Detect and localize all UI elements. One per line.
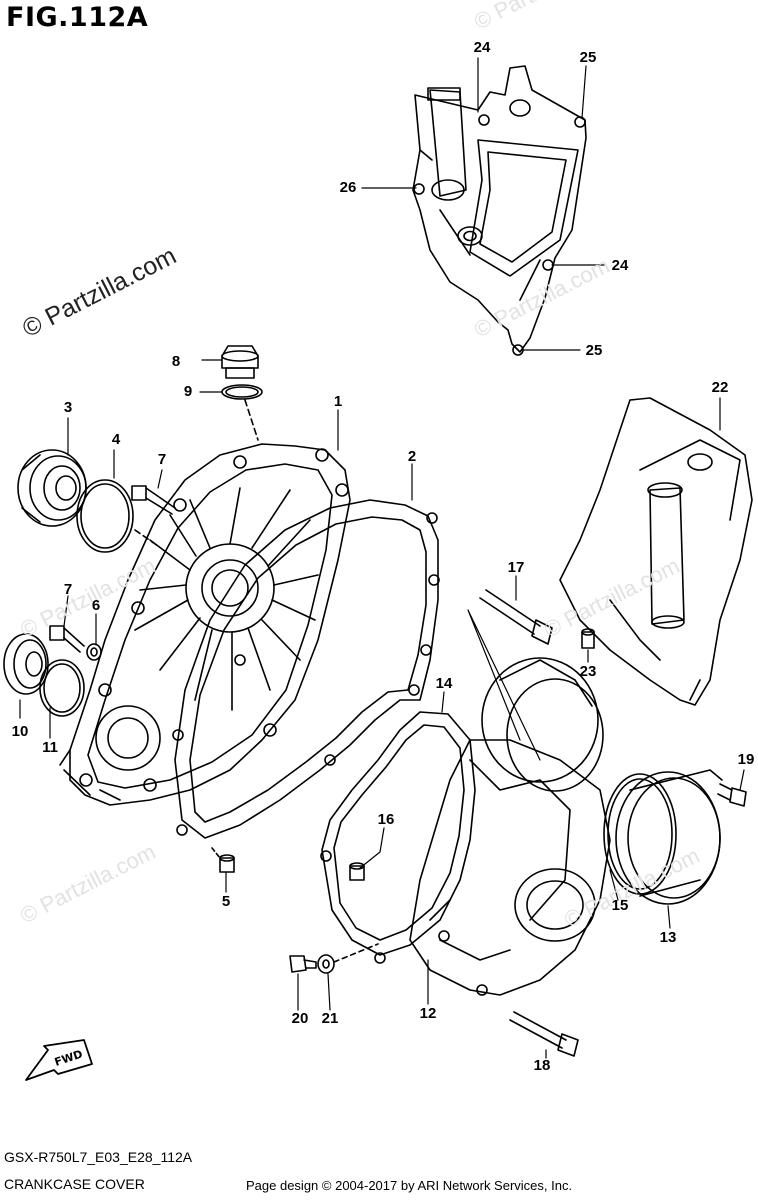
callout-p13: 13 bbox=[659, 929, 677, 946]
callout-p12: 12 bbox=[419, 1005, 437, 1022]
callout-p26: 26 bbox=[339, 179, 357, 196]
dowel-pin-part bbox=[211, 847, 235, 873]
small-plug-part bbox=[3, 633, 85, 717]
inspection-cover-part bbox=[603, 769, 747, 905]
generator-gasket-part bbox=[320, 711, 476, 964]
generator-bolt-part bbox=[289, 943, 379, 974]
callout-p3: 3 bbox=[63, 399, 73, 416]
cover-plug-part bbox=[17, 449, 159, 553]
callout-p5: 5 bbox=[221, 893, 231, 910]
callout-p8: 8 bbox=[171, 353, 181, 370]
callout-p20: 20 bbox=[291, 1010, 309, 1027]
callout-p14: 14 bbox=[435, 675, 453, 692]
callout-p22: 22 bbox=[711, 379, 729, 396]
oil-filler-plug-part bbox=[221, 345, 263, 441]
callout-p18: 18 bbox=[533, 1057, 551, 1074]
page-credit: Page design © 2004-2017 by ARI Network S… bbox=[246, 1178, 573, 1193]
long-bolts-part bbox=[479, 589, 579, 1057]
cover-bolts-part bbox=[49, 485, 176, 661]
callout-p6: 6 bbox=[91, 597, 101, 614]
callout-p4: 4 bbox=[111, 431, 121, 448]
assembly-name: CRANKCASE COVER bbox=[4, 1176, 145, 1192]
generator-dowel-part bbox=[349, 862, 365, 881]
callout-p9: 9 bbox=[183, 383, 193, 400]
callout-p25a: 25 bbox=[579, 49, 597, 66]
figure-title: FIG.112A bbox=[6, 2, 149, 33]
callout-p17: 17 bbox=[507, 559, 525, 576]
model-code: GSX-R750L7_E03_E28_112A bbox=[4, 1149, 193, 1165]
forward-direction-arrow: FWD bbox=[25, 1039, 93, 1081]
callout-p24b: 24 bbox=[611, 257, 629, 274]
crank-cover-guard-part bbox=[559, 397, 753, 706]
leader-lines bbox=[19, 57, 745, 1059]
callout-p25b: 25 bbox=[585, 342, 603, 359]
callout-p10: 10 bbox=[11, 723, 29, 740]
cover-gasket-part bbox=[172, 499, 440, 839]
callout-p7a: 7 bbox=[157, 451, 167, 468]
callout-p11: 11 bbox=[42, 739, 58, 756]
callout-p24a: 24 bbox=[473, 39, 491, 56]
callout-p1: 1 bbox=[333, 393, 343, 410]
callout-p16: 16 bbox=[377, 811, 395, 828]
callout-p2: 2 bbox=[407, 448, 417, 465]
clutch-cover-part bbox=[59, 443, 351, 806]
callout-p15: 15 bbox=[611, 897, 629, 914]
generator-cover-part bbox=[409, 657, 611, 996]
callout-p7b: 7 bbox=[63, 581, 73, 598]
callout-p21: 21 bbox=[321, 1010, 339, 1027]
callout-p19: 19 bbox=[737, 751, 755, 768]
sprocket-cover-part bbox=[412, 65, 587, 356]
callout-p23: 23 bbox=[579, 663, 597, 680]
